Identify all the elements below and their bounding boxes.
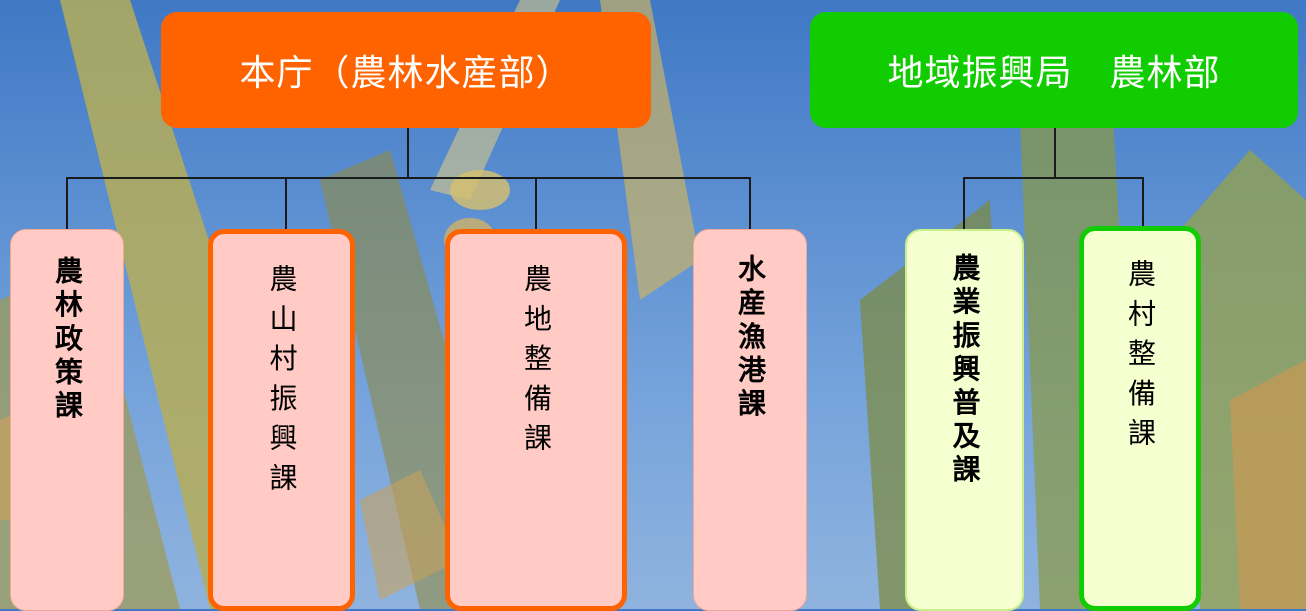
box-suisan-gyokou: 水産漁港課 [693,229,807,611]
box-label: 農業振興普及課 [948,253,982,489]
box-nourin-seisaku: 農林政策課 [10,229,124,611]
connector-line [407,128,409,177]
connector-line [749,177,751,229]
connector-line [285,177,287,229]
connector-line [963,177,1144,179]
connector-line [1142,177,1144,227]
box-label: 農村整備課 [1124,259,1157,458]
box-nouchi-seibi: 農地整備課 [445,229,627,611]
box-label: 水産漁港課 [734,254,767,422]
connector-line [963,177,965,229]
box-label: 農林政策課 [51,256,84,424]
box-nougyou-fukyu: 農業振興普及課 [905,229,1024,611]
connector-line [66,177,68,229]
box-nouson-seibi: 農村整備課 [1079,226,1201,611]
connector-line [1054,128,1056,178]
box-nousanson-shinko: 農山村振興課 [208,229,355,611]
chiiki-header: 地域振興局 農林部 [810,12,1298,128]
connector-line [535,177,537,229]
connector-line [66,177,751,179]
box-label: 農地整備課 [520,264,553,463]
box-label: 農山村振興課 [265,264,299,503]
honcho-header: 本庁（農林水産部） [161,12,651,128]
